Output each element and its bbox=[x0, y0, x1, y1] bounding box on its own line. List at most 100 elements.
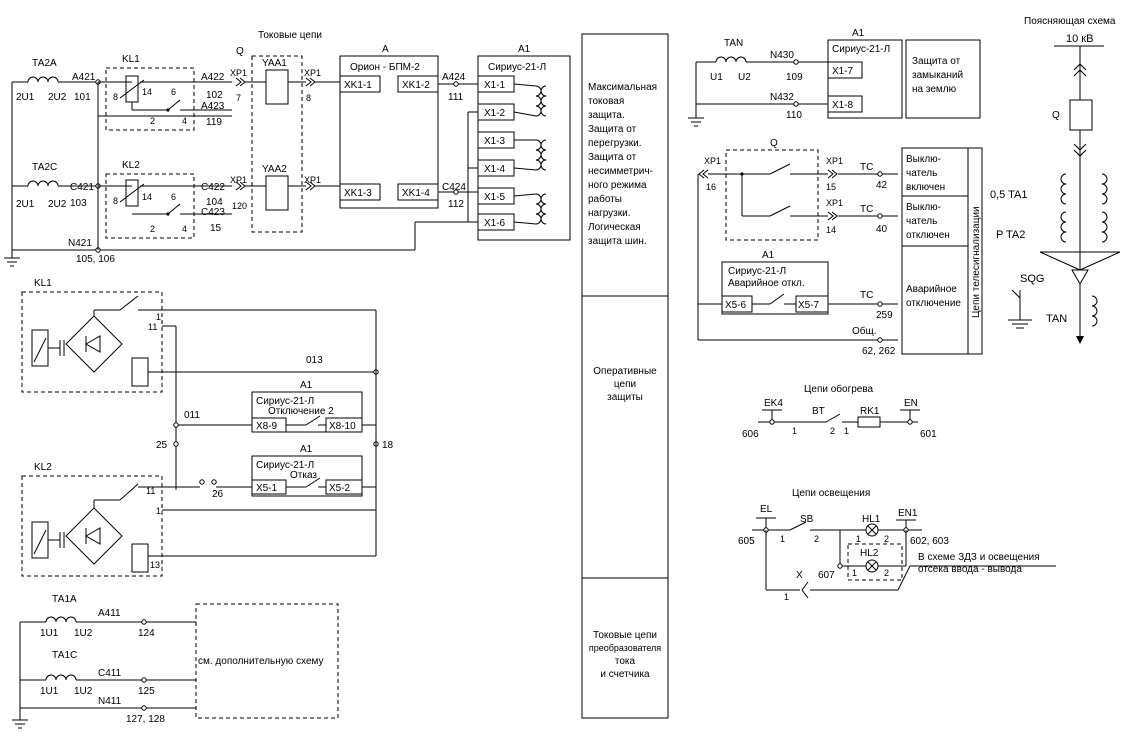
svg-text:Защита от: Защита от bbox=[588, 124, 637, 135]
svg-text:601: 601 bbox=[920, 429, 937, 440]
explanatory-title: Поясняющая схема bbox=[1024, 16, 1116, 27]
svg-text:Выклю-: Выклю- bbox=[906, 202, 941, 213]
wire-105-106: 105, 106 bbox=[76, 254, 115, 265]
svg-text:цепи: цепи bbox=[614, 379, 636, 390]
svg-text:EN: EN bbox=[904, 398, 918, 409]
svg-text:Аварийное откл.: Аварийное откл. bbox=[728, 278, 805, 289]
wire-103: 103 bbox=[70, 198, 87, 209]
svg-text:XK1-2: XK1-2 bbox=[402, 80, 430, 91]
svg-text:110: 110 bbox=[786, 110, 802, 121]
svg-text:Защита от: Защита от bbox=[912, 56, 961, 67]
svg-text:4: 4 bbox=[182, 224, 187, 234]
svg-text:RK1: RK1 bbox=[860, 406, 880, 417]
svg-text:109: 109 bbox=[786, 72, 803, 83]
ta2-coil bbox=[1060, 211, 1067, 243]
svg-text:Сириус-21-Л: Сириус-21-Л bbox=[256, 396, 314, 407]
kl2-op-box bbox=[21, 475, 163, 577]
svg-text:Токовые цепи: Токовые цепи bbox=[593, 630, 657, 641]
ta2a-2u1: 2U1 bbox=[16, 92, 35, 103]
svg-text:A411: A411 bbox=[98, 608, 121, 619]
svg-text:ТА1А: ТА1А bbox=[52, 594, 77, 605]
svg-text:11: 11 bbox=[146, 486, 155, 496]
svg-text:4: 4 bbox=[182, 116, 187, 126]
svg-text:EK4: EK4 bbox=[764, 398, 783, 409]
svg-text:119: 119 bbox=[206, 117, 222, 128]
svg-text:Сириус-21-Л: Сириус-21-Л bbox=[488, 62, 546, 73]
lighting-title: Цепи освещения bbox=[792, 488, 870, 499]
heating-title: Цепи обогрева bbox=[804, 383, 874, 395]
svg-text:2: 2 bbox=[150, 224, 155, 234]
svg-text:токовая: токовая bbox=[588, 96, 624, 107]
svg-text:1: 1 bbox=[792, 426, 797, 436]
additional-scheme-box bbox=[195, 603, 339, 719]
current-circuits: Токовые цепи ТА2А 2U1 2U2 A421 101 ТА2С … bbox=[4, 30, 571, 267]
svg-text:C422: C422 bbox=[201, 182, 225, 193]
svg-text:2: 2 bbox=[830, 426, 835, 436]
kl1-op-label: KL1 bbox=[34, 278, 52, 289]
svg-text:6: 6 bbox=[171, 87, 176, 97]
svg-text:14: 14 bbox=[142, 87, 152, 97]
svg-text:X5-2: X5-2 bbox=[329, 483, 351, 494]
svg-text:HL2: HL2 bbox=[860, 548, 879, 559]
q-box bbox=[251, 55, 303, 233]
svg-text:работы: работы bbox=[588, 193, 622, 205]
svg-text:Общ.: Общ. bbox=[852, 325, 877, 337]
svg-text:602, 603: 602, 603 bbox=[910, 536, 949, 547]
svg-text:120: 120 bbox=[232, 201, 247, 211]
svg-text:6: 6 bbox=[171, 192, 176, 202]
svg-text:X5-1: X5-1 bbox=[256, 483, 278, 494]
svg-text:104: 104 bbox=[206, 197, 223, 208]
operative-circuits: KL1 1 11 013 A1 Сириус-21-Л Отключение 2… bbox=[21, 278, 394, 577]
tan-coil bbox=[715, 56, 747, 63]
svg-text:C424: C424 bbox=[442, 182, 466, 193]
ta2c-2u1: 2U1 bbox=[16, 199, 35, 210]
svg-text:124: 124 bbox=[138, 628, 155, 639]
svg-text:259: 259 bbox=[876, 310, 893, 321]
svg-text:TAN: TAN bbox=[724, 38, 743, 49]
svg-text:X1-4: X1-4 bbox=[484, 164, 506, 175]
ta2c-coil bbox=[27, 180, 59, 187]
ta2a-label: ТА2А bbox=[32, 58, 57, 69]
svg-text:15: 15 bbox=[826, 182, 836, 192]
svg-text:защита.: защита. bbox=[588, 110, 625, 121]
ta2c-2u2: 2U2 bbox=[48, 199, 67, 210]
svg-text:1: 1 bbox=[844, 426, 849, 436]
svg-text:тока: тока bbox=[615, 656, 636, 667]
ta2c-label: ТА2С bbox=[32, 162, 57, 173]
svg-text:1: 1 bbox=[852, 568, 857, 578]
svg-text:X5-7: X5-7 bbox=[798, 300, 820, 311]
svg-text:X5-6: X5-6 bbox=[725, 300, 747, 311]
wire-n421: N421 bbox=[68, 238, 92, 249]
kl1-op-box bbox=[21, 291, 163, 393]
svg-text:25: 25 bbox=[156, 440, 168, 451]
svg-text:606: 606 bbox=[742, 429, 759, 440]
yaa2-coil bbox=[265, 175, 289, 211]
kl1-box bbox=[105, 67, 195, 131]
svg-text:1: 1 bbox=[784, 592, 789, 602]
svg-text:ТС: ТС bbox=[860, 290, 873, 301]
svg-text:X1-5: X1-5 bbox=[484, 192, 506, 203]
svg-text:и счетчика: и счетчика bbox=[600, 669, 650, 680]
svg-text:2: 2 bbox=[884, 568, 889, 578]
svg-text:127, 128: 127, 128 bbox=[126, 714, 165, 725]
svg-text:26: 26 bbox=[212, 489, 224, 500]
svg-text:В схеме ЗДЗ и освещения: В схеме ЗДЗ и освещения bbox=[918, 552, 1040, 563]
svg-text:14: 14 bbox=[826, 225, 836, 235]
svg-text:HL1: HL1 bbox=[862, 514, 881, 525]
yaa1-label: YAA1 bbox=[262, 58, 287, 69]
svg-text:A423: A423 bbox=[201, 101, 225, 112]
svg-text:ТА1С: ТА1С bbox=[52, 650, 77, 661]
hl2-dashed-box bbox=[847, 543, 903, 581]
svg-text:U2: U2 bbox=[738, 72, 751, 83]
svg-text:0,5 TA1: 0,5 TA1 bbox=[990, 189, 1028, 201]
svg-text:2: 2 bbox=[814, 534, 819, 544]
svg-text:Оперативные: Оперативные bbox=[593, 366, 657, 377]
svg-text:1: 1 bbox=[156, 312, 161, 322]
svg-text:ТС: ТС bbox=[860, 162, 873, 173]
svg-text:C423: C423 bbox=[201, 207, 225, 218]
svg-text:A1: A1 bbox=[852, 28, 865, 39]
svg-text:10 кВ: 10 кВ bbox=[1066, 33, 1093, 45]
svg-text:8: 8 bbox=[113, 196, 118, 206]
wire-c421: C421 bbox=[70, 182, 94, 193]
svg-text:15: 15 bbox=[210, 223, 222, 234]
